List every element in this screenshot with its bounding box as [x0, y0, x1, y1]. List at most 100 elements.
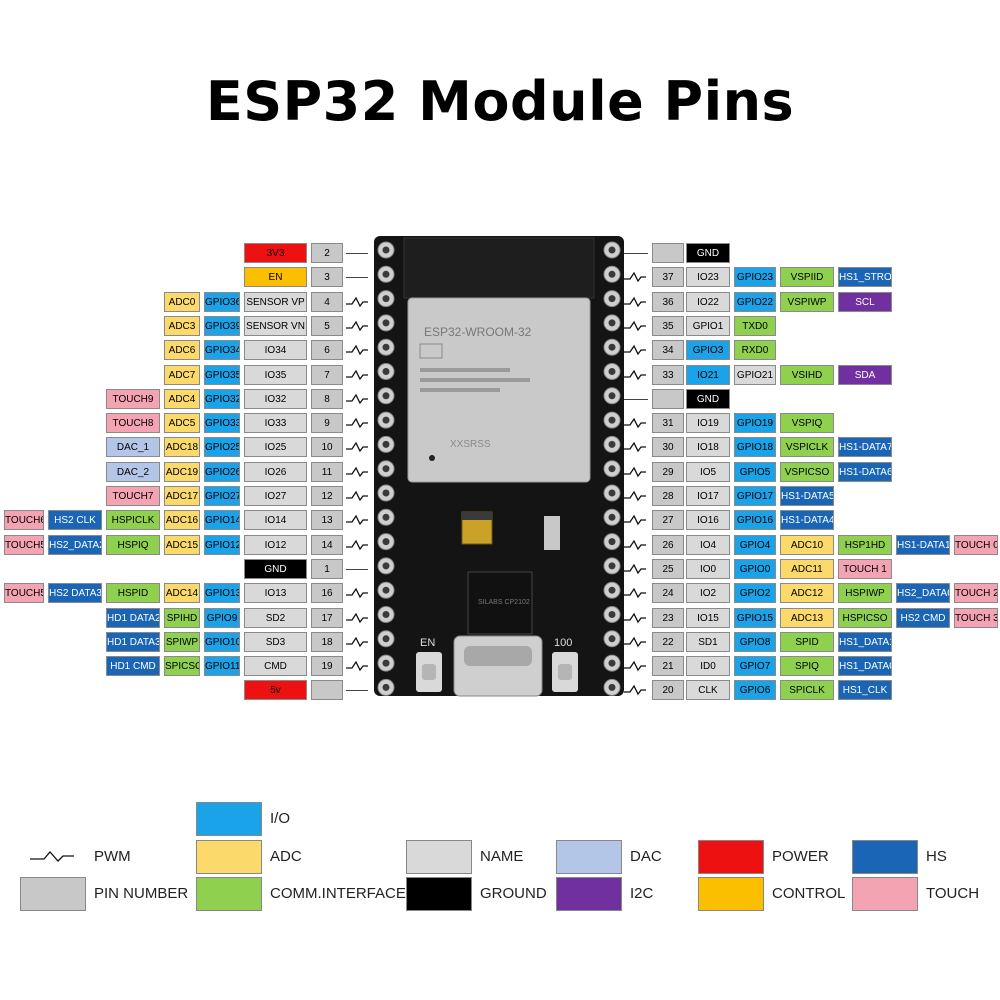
pin-name: GPIO3	[686, 340, 730, 360]
pin-function: GPIO32	[204, 389, 240, 409]
pin-function: ADC10	[780, 535, 834, 555]
pin-function: HD1 CMD	[106, 656, 160, 676]
pin-number: 21	[652, 656, 684, 676]
pin-name: IO2	[686, 583, 730, 603]
pin-number: 23	[652, 608, 684, 628]
pin-function: GPIO22	[734, 292, 776, 312]
pin-function: HS1-DATA5	[780, 486, 834, 506]
pin-number: 2	[311, 243, 343, 263]
pin-name: IO22	[686, 292, 730, 312]
pin-function: SPIHD	[164, 608, 200, 628]
pin-name: CMD	[244, 656, 307, 676]
pin-connector	[346, 277, 368, 278]
pin-function: ADC7	[164, 365, 200, 385]
pin-connector	[346, 690, 368, 691]
pin-number	[652, 243, 684, 263]
pwm-icon	[346, 296, 368, 308]
pin-function: GPIO14	[204, 510, 240, 530]
module-code: XXSRSS	[450, 439, 491, 450]
pin-number: 4	[311, 292, 343, 312]
pin-name: IO14	[244, 510, 307, 530]
pin-function: TOUCH 2	[954, 583, 998, 603]
pin-function: HS2_DATA2	[48, 535, 102, 555]
legend-label-adc: ADC	[270, 848, 302, 865]
pin-name: GND	[686, 243, 730, 263]
pin-name: IO35	[244, 365, 307, 385]
pin-function: VSPIQ	[780, 413, 834, 433]
pin-function: RXD0	[734, 340, 776, 360]
legend-swatch-power	[698, 840, 764, 874]
pin-number: 27	[652, 510, 684, 530]
pin-function: VSPICLK	[780, 437, 834, 457]
pin-function: GPIO36	[204, 292, 240, 312]
pin-number: 5	[311, 316, 343, 336]
legend-swatch-control	[698, 877, 764, 911]
pwm-icon	[346, 539, 368, 551]
pwm-icon	[346, 587, 368, 599]
pin-number: 22	[652, 632, 684, 652]
legend-swatch-adc	[196, 840, 262, 874]
pin-number: 13	[311, 510, 343, 530]
pin-number: 16	[311, 583, 343, 603]
pin-number: 31	[652, 413, 684, 433]
pin-number	[311, 680, 343, 700]
legend-swatch-pin_number	[20, 877, 86, 911]
pin-function: TOUCH8	[106, 413, 160, 433]
pin-name: IO0	[686, 559, 730, 579]
pin-function: ADC6	[164, 340, 200, 360]
pin-function: TOUCH5	[4, 535, 44, 555]
pwm-icon	[624, 490, 646, 502]
en-label: EN	[420, 637, 435, 649]
pin-function: TOUCH6	[4, 510, 44, 530]
legend-label-comm: COMM.INTERFACE	[270, 885, 406, 902]
pin-function: GPIO2	[734, 583, 776, 603]
pin-name: IO17	[686, 486, 730, 506]
pin-number: 25	[652, 559, 684, 579]
legend-swatch-comm	[196, 877, 262, 911]
pin-function: HS2 CMD	[896, 608, 950, 628]
pwm-icon	[346, 636, 368, 648]
pin-function: GPIO10	[204, 632, 240, 652]
pwm-icon	[346, 466, 368, 478]
pin-function: HD1 DATA2	[106, 608, 160, 628]
pin-number: 33	[652, 365, 684, 385]
pin-function: GPIO5	[734, 462, 776, 482]
pin-function: GPIO4	[734, 535, 776, 555]
pwm-icon	[346, 344, 368, 356]
legend-swatch-io	[196, 802, 262, 836]
pin-function: HSPIQ	[106, 535, 160, 555]
pwm-icon	[346, 369, 368, 381]
pin-function: ADC5	[164, 413, 200, 433]
pwm-icon	[624, 417, 646, 429]
pin-connector	[624, 399, 648, 400]
pin-function: GPIO23	[734, 267, 776, 287]
pin-connector	[346, 569, 368, 570]
pin-function: GPIO25	[204, 437, 240, 457]
chip-text: SILABS CP2102	[478, 599, 530, 606]
pin-function: SPID	[780, 632, 834, 652]
pin-function: GPIO17	[734, 486, 776, 506]
pwm-icon	[624, 514, 646, 526]
pin-number: 26	[652, 535, 684, 555]
legend-label-name: NAME	[480, 848, 524, 865]
pin-function: GPIO0	[734, 559, 776, 579]
pin-number: 29	[652, 462, 684, 482]
pwm-icon	[624, 539, 646, 551]
pin-function: HSPID	[106, 583, 160, 603]
pwm-icon	[624, 660, 646, 672]
pin-name: 3V3	[244, 243, 307, 263]
pwm-icon	[624, 587, 646, 599]
pin-name: GPIO1	[686, 316, 730, 336]
legend-swatch-name	[406, 840, 472, 874]
pin-name: SENSOR VN	[244, 316, 307, 336]
pin-function: VSPIID	[780, 267, 834, 287]
pin-number: 8	[311, 389, 343, 409]
pin-function: HS2 CLK	[48, 510, 102, 530]
pin-function: VSPICSO	[780, 462, 834, 482]
pin-function: DAC_1	[106, 437, 160, 457]
pin-function: HS1_STROBE	[838, 267, 892, 287]
pin-function: TXD0	[734, 316, 776, 336]
pin-number: 14	[311, 535, 343, 555]
pin-number: 6	[311, 340, 343, 360]
